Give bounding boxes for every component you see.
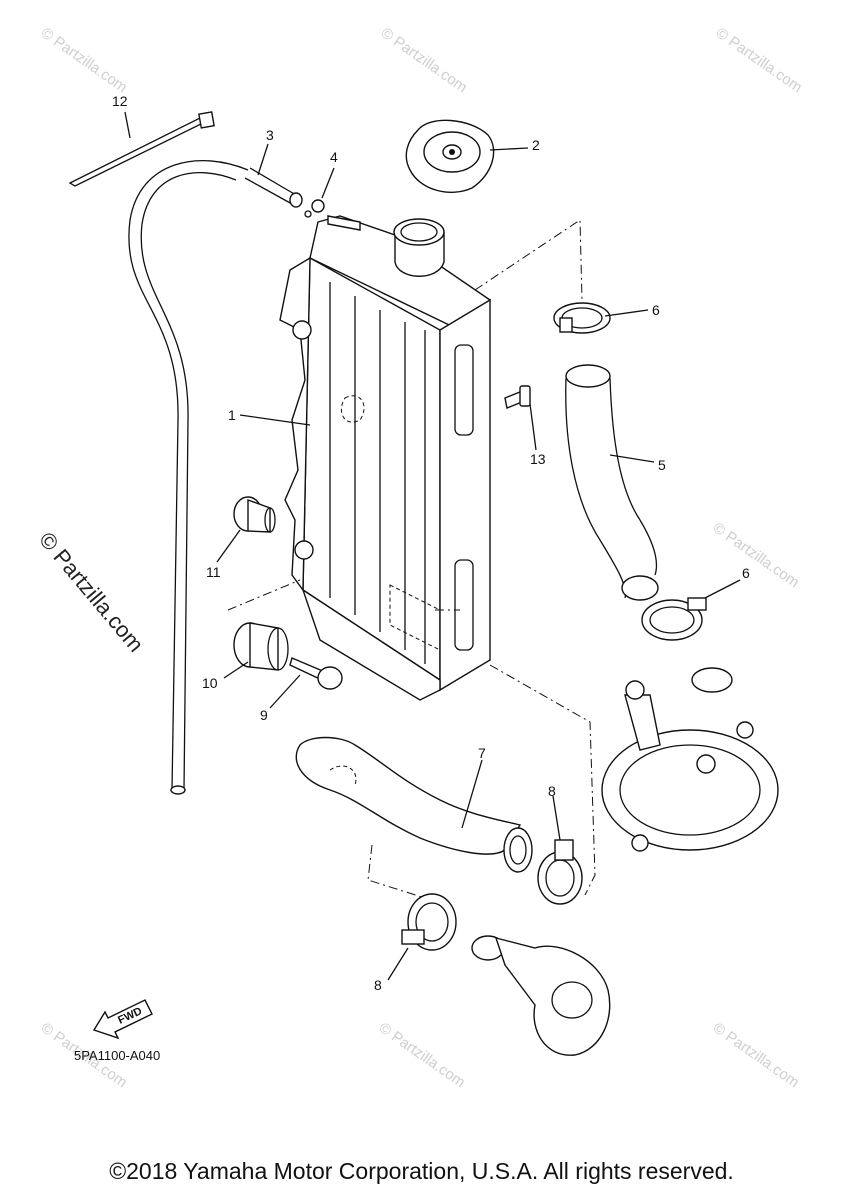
callout-10: 10 bbox=[202, 675, 218, 691]
radiator-cap bbox=[405, 119, 495, 193]
hose-clamp-8-right bbox=[537, 839, 583, 905]
copyright-notice: ©2018 Yamaha Motor Corporation, U.S.A. A… bbox=[109, 1158, 734, 1184]
callout-4: 4 bbox=[330, 149, 338, 165]
parts-diagram: © Partzilla.com © Partzilla.com © Partzi… bbox=[34, 24, 806, 1091]
hose-clamp-8-left bbox=[401, 893, 457, 951]
breather-hose bbox=[244, 167, 303, 208]
callout-7: 7 bbox=[478, 745, 486, 761]
watermark-large: © Partzilla.com bbox=[34, 527, 148, 657]
assembly-lines bbox=[227, 219, 596, 899]
bolt-9 bbox=[289, 657, 343, 690]
water-pump-cover bbox=[601, 667, 779, 852]
callout-8-right: 8 bbox=[548, 783, 556, 799]
watermark-bottom-center: © Partzilla.com bbox=[376, 1019, 469, 1091]
lower-radiator-hose bbox=[295, 736, 533, 873]
callout-11: 11 bbox=[206, 564, 221, 580]
radiator-bolt bbox=[504, 385, 531, 409]
damper-10 bbox=[233, 622, 289, 671]
radiator bbox=[279, 215, 491, 701]
watermark-top-left: © Partzilla.com bbox=[38, 24, 131, 96]
callout-13: 13 bbox=[530, 451, 546, 467]
callout-2: 2 bbox=[532, 137, 540, 153]
callouts: 1 2 3 4 5 6 6 7 8 8 9 10 11 12 13 bbox=[112, 93, 750, 993]
callout-3: 3 bbox=[266, 127, 274, 143]
grommet-11 bbox=[233, 496, 276, 533]
callout-9: 9 bbox=[260, 707, 268, 723]
callout-8-left: 8 bbox=[374, 977, 382, 993]
callout-6-upper: 6 bbox=[652, 302, 660, 318]
callout-5: 5 bbox=[658, 457, 666, 473]
callout-6-lower: 6 bbox=[742, 565, 750, 581]
overflow-hose bbox=[68, 111, 249, 795]
hose-clamp-upper bbox=[553, 302, 611, 334]
hose-clip bbox=[304, 199, 325, 218]
watermark-top-center: © Partzilla.com bbox=[378, 24, 471, 96]
diagram-code: 5PA1100-A040 bbox=[74, 1048, 160, 1063]
watermark-bottom-right: © Partzilla.com bbox=[710, 1019, 803, 1091]
fwd-arrow-icon: FWD bbox=[92, 999, 153, 1040]
upper-radiator-hose bbox=[565, 364, 659, 601]
callout-12: 12 bbox=[112, 93, 128, 109]
callout-1: 1 bbox=[228, 407, 236, 423]
watermark-mid-right: © Partzilla.com bbox=[710, 519, 803, 591]
leader-lines bbox=[124, 111, 741, 981]
water-pump-inlet bbox=[471, 935, 611, 1056]
watermark-top-right: © Partzilla.com bbox=[713, 24, 806, 96]
hose-clamp-lower bbox=[641, 597, 707, 641]
